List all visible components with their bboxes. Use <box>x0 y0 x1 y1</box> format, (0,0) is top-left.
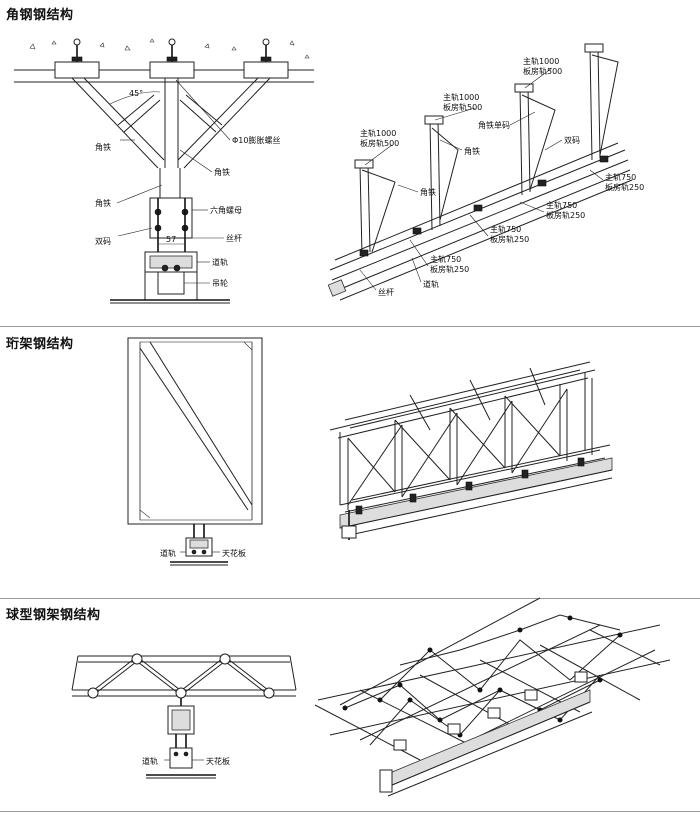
label-angle-iron-3: 角铁 <box>95 198 111 208</box>
section-title-sphere-frame: 球型钢架钢结构 <box>6 608 101 623</box>
sphere-label-track: 道轨 <box>142 756 158 766</box>
divider-2 <box>0 598 700 599</box>
truss-label-ceiling: 天花板 <box>222 548 246 558</box>
label-rod: 丝杆 <box>226 233 242 243</box>
angle-label: 45° <box>129 89 143 98</box>
iso-label-5: 双码 <box>564 136 580 145</box>
label-track: 道轨 <box>212 257 228 267</box>
iso-label-12: 道轨 <box>423 279 439 289</box>
iso-label-1-line1: 主轨1000 <box>443 92 479 102</box>
iso-label-10-line1: 主轨750 <box>430 254 461 264</box>
iso-label-10-line2: 板房轨250 <box>430 264 469 274</box>
iso-label-4: 角铁 <box>464 146 480 156</box>
sphere-frame-front-view: 道轨 天花板 <box>71 653 297 779</box>
label-angle-iron-1: 角铁 <box>95 142 111 152</box>
iso-label-9-line2: 板房轨250 <box>490 234 529 244</box>
label-pulley: 吊轮 <box>212 278 228 288</box>
iso-label-8-line1: 主轨750 <box>546 200 577 210</box>
divider-3 <box>0 811 700 812</box>
iso-label-2-line1: 主轨1000 <box>523 56 559 66</box>
truss-front-view: 道轨 天花板 <box>127 337 263 566</box>
section-title-truss: 珩架钢结构 <box>6 337 74 352</box>
truss-node <box>87 653 275 699</box>
label-expansion-bolt: Φ10膨胀螺丝 <box>232 135 280 145</box>
iso-label-0-line2: 板房轨500 <box>360 138 399 148</box>
dimension-label: 57 <box>166 235 176 244</box>
label-hex-nut: 六角螺母 <box>210 205 242 215</box>
sphere-label-ceiling: 天花板 <box>206 756 230 766</box>
angle-steel-front-view: 45° 57 角铁 Φ10膨胀螺丝 角铁 角铁 六角螺母 双码 丝杆 <box>14 38 314 304</box>
iso-label-6: 角铁 <box>420 187 436 197</box>
iso-label-11: 丝杆 <box>378 287 394 297</box>
sphere-frame-iso-view <box>314 597 671 797</box>
iso-label-0-line1: 主轨1000 <box>360 128 396 138</box>
label-angle-iron-2: 角铁 <box>214 167 230 177</box>
iso-label-7-line1: 主轨750 <box>605 172 636 182</box>
truss-label-track: 道轨 <box>160 548 176 558</box>
iso-label-2-line2: 板房轨500 <box>523 66 562 76</box>
divider-1 <box>0 326 700 327</box>
iso-label-3: 角铁单码 <box>478 120 510 130</box>
iso-label-9-line1: 主轨750 <box>490 224 521 234</box>
truss-iso-view <box>329 361 613 540</box>
iso-label-8-line2: 板房轨250 <box>546 210 585 220</box>
label-double-clip: 双码 <box>95 237 111 246</box>
angle-steel-iso-view: 主轨1000 板房轨500 主轨1000 板房轨500 主轨1000 板房轨50… <box>327 43 644 301</box>
iso-label-1-line2: 板房轨500 <box>443 102 482 112</box>
iso-label-7-line2: 板房轨250 <box>605 182 644 192</box>
section-title-angle-steel: 角钢钢结构 <box>6 8 74 23</box>
